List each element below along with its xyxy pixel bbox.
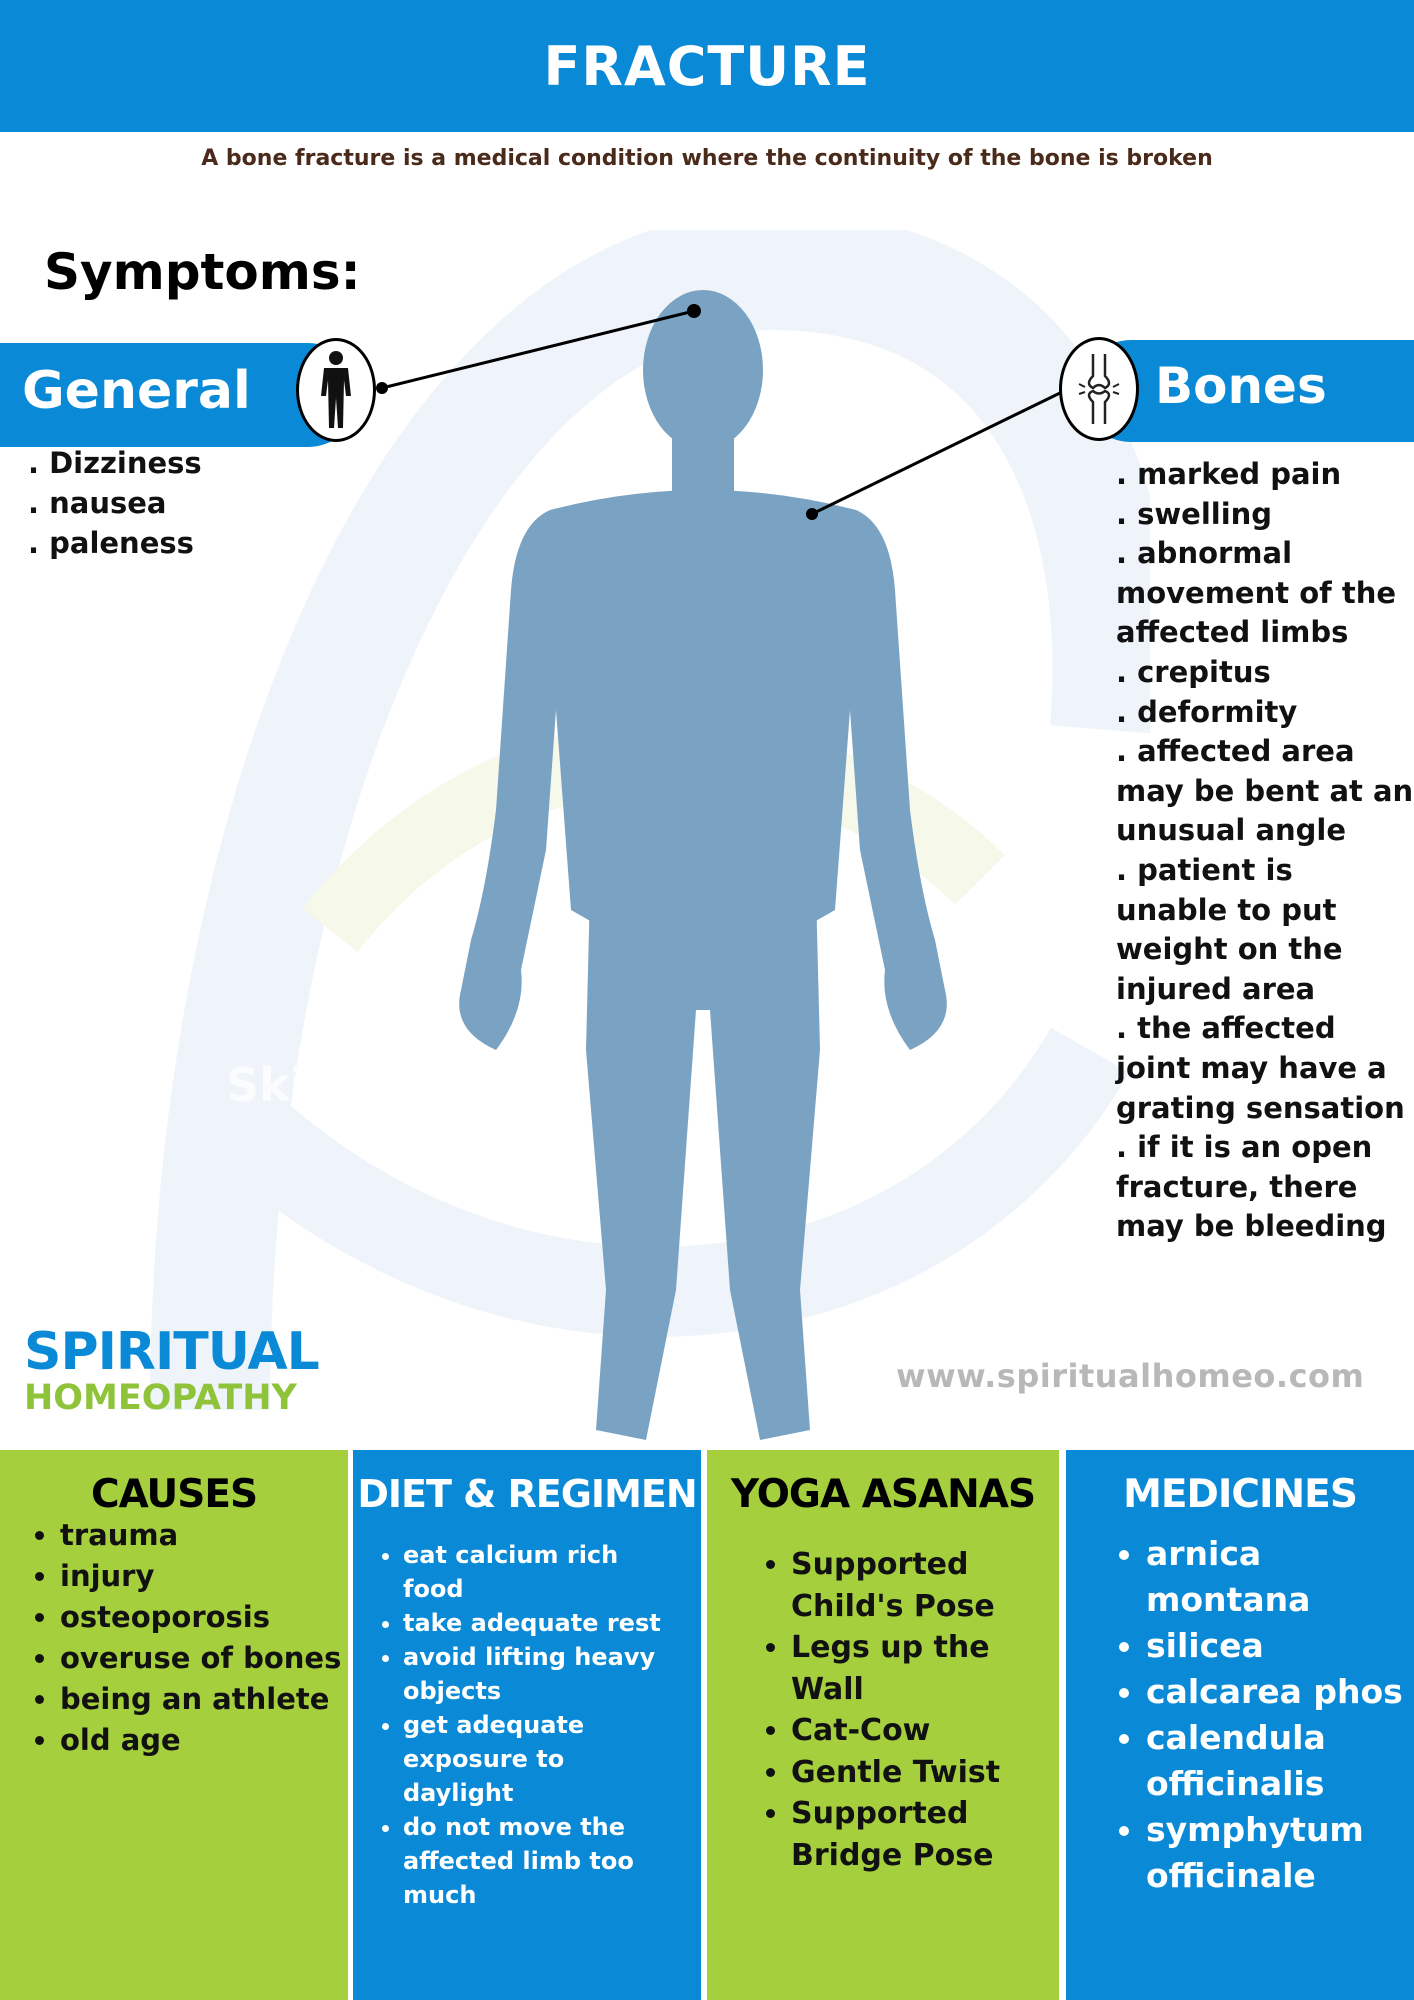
list-item: . crepitus [1116, 654, 1271, 689]
diet-list: eat calcium rich food take adequate rest… [403, 1538, 683, 1912]
human-body-silhouette [459, 290, 947, 1440]
yoga-asanas-panel: YOGA ASANAS Supported Child's Pose Legs … [707, 1450, 1059, 2000]
yoga-title: YOGA ASANAS [730, 1472, 1036, 1517]
list-item: . patient is unable to put weight on the… [1116, 852, 1343, 1006]
diet-regimen-panel: DIET & REGIMEN eat calcium rich food tak… [353, 1450, 701, 2000]
list-item: Supported Bridge Pose [791, 1793, 1051, 1876]
medicines-list: arnica montana silicea calcarea phos cal… [1146, 1531, 1411, 1899]
medicines-title: MEDICINES [1123, 1472, 1358, 1517]
list-item: injury [60, 1556, 341, 1597]
list-item: . nausea [28, 486, 167, 520]
symptoms-heading: Symptoms: [44, 243, 361, 301]
list-item: Cat-Cow [791, 1710, 1051, 1752]
medicines-panel: MEDICINES arnica montana silicea calcare… [1066, 1450, 1414, 2000]
list-item: old age [60, 1720, 341, 1761]
list-item: being an athlete [60, 1679, 341, 1720]
connector-lines [376, 304, 1061, 520]
list-item: . paleness [28, 526, 194, 560]
skin-label: Skin [226, 1058, 339, 1112]
list-item: . abnormal movement of the affected limb… [1116, 536, 1397, 650]
brand-logo-line1: SPIRITUAL [24, 1322, 320, 1382]
list-item: . Dizziness [28, 446, 202, 480]
diet-title: DIET & REGIMEN [357, 1472, 697, 1516]
causes-list: trauma injury osteoporosis overuse of bo… [60, 1515, 341, 1761]
list-item: Gentle Twist [791, 1752, 1051, 1794]
list-item: trauma [60, 1515, 341, 1556]
list-item: get adequate exposure to daylight [403, 1708, 683, 1810]
list-item: eat calcium rich food [403, 1538, 683, 1606]
header-banner: FRACTURE [0, 0, 1414, 132]
general-symptoms-banner: General [0, 343, 360, 447]
bones-label: Bones [1155, 357, 1327, 415]
list-item: . affected area may be bent at an unusua… [1116, 734, 1414, 848]
page-subtitle: A bone fracture is a medical condition w… [201, 146, 1213, 171]
list-item: arnica montana [1146, 1531, 1411, 1623]
list-item: . if it is an open fracture, there may b… [1116, 1130, 1387, 1244]
causes-title: CAUSES [90, 1472, 258, 1517]
list-item: . swelling [1116, 496, 1273, 531]
list-item: Legs up the Wall [791, 1627, 1051, 1710]
knee-joint-icon [1059, 337, 1139, 441]
causes-panel: CAUSES trauma injury osteoporosis overus… [0, 1450, 348, 2000]
list-item: calcarea phos [1146, 1669, 1411, 1715]
list-item: avoid lifting heavy objects [403, 1640, 683, 1708]
human-figure-icon [296, 338, 376, 442]
general-symptoms-list: . Dizziness . nausea . paleness [28, 443, 202, 563]
list-item: . the affected joint may have a grating … [1116, 1011, 1405, 1125]
list-item: osteoporosis [60, 1597, 341, 1638]
bones-symptoms-list: . marked pain . swelling . abnormal move… [1116, 455, 1414, 1247]
list-item: . deformity [1116, 694, 1298, 729]
list-item: do not move the affected limb too much [403, 1810, 683, 1912]
list-item: take adequate rest [403, 1606, 683, 1640]
list-item: . marked pain [1116, 457, 1342, 491]
website-url: www.spiritualhomeo.com [896, 1357, 1365, 1395]
list-item: silicea [1146, 1623, 1411, 1669]
page-title: FRACTURE [543, 34, 871, 98]
list-item: symphytum officinale [1146, 1807, 1411, 1899]
yoga-list: Supported Child's Pose Legs up the Wall … [791, 1544, 1051, 1876]
list-item: Supported Child's Pose [791, 1544, 1051, 1627]
list-item: calendula officinalis [1146, 1715, 1411, 1807]
general-label: General [22, 361, 251, 421]
list-item: overuse of bones [60, 1638, 341, 1679]
brand-logo-line2: HOMEOPATHY [24, 1378, 297, 1418]
